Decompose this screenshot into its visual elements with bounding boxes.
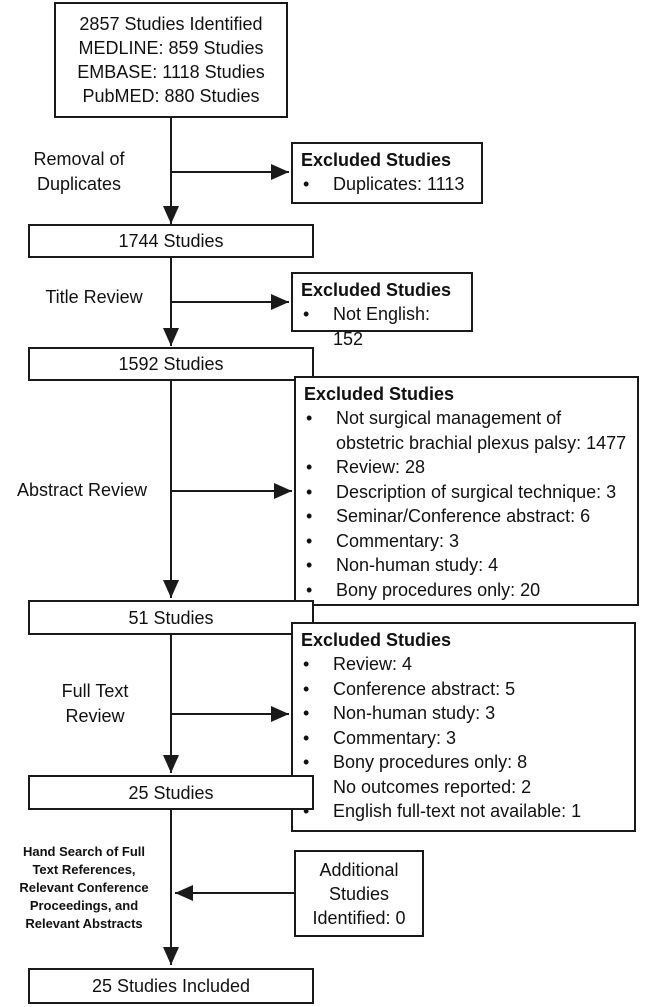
excluded-item: English full-text not available: 1 (301, 799, 626, 824)
identified-medline: MEDLINE: 859 Studies (78, 38, 264, 58)
identified-box: 2857 Studies Identified MEDLINE: 859 Stu… (54, 2, 288, 118)
excluded-list: Review: 4 Conference abstract: 5 Non-hum… (301, 652, 626, 824)
excluded-list: Not English: 152 (301, 302, 463, 351)
excluded-item: Bony procedures only: 8 (301, 750, 626, 775)
excluded-item: Review: 4 (301, 652, 626, 677)
result-box-1592: 1592 Studies (28, 347, 314, 381)
result-box-included: 25 Studies Included (28, 968, 314, 1004)
additional-studies-box: Additional Studies Identified: 0 (294, 850, 424, 937)
excluded-list: Not surgical management of obstetric bra… (304, 406, 629, 602)
excluded-box-full-text: Excluded Studies Review: 4 Conference ab… (291, 622, 636, 832)
excluded-title: Excluded Studies (301, 280, 452, 300)
excluded-item: Conference abstract: 5 (301, 677, 626, 702)
excluded-item: Non-human study: 4 (304, 553, 629, 578)
excluded-item: Description of surgical technique: 3 (304, 480, 629, 505)
excluded-box-duplicates: Excluded Studies Duplicates: 1113 (291, 142, 483, 204)
excluded-item: Not surgical management of obstetric bra… (304, 406, 629, 455)
stage-label-hand-search: Hand Search of Full Text References, Rel… (19, 844, 149, 931)
excluded-item: Bony procedures only: 20 (304, 578, 629, 603)
excluded-item: Seminar/Conference abstract: 6 (304, 504, 629, 529)
stage-label-duplicates: Removal of Duplicates (33, 149, 125, 194)
stage-label-title-review: Title Review (45, 287, 143, 307)
excluded-title: Excluded Studies (301, 630, 452, 650)
result-box-51: 51 Studies (28, 600, 314, 635)
excluded-item: Commentary: 3 (301, 726, 626, 751)
excluded-box-title: Excluded Studies Not English: 152 (291, 272, 473, 349)
stage-label-full-text-review: Full Text Review (61, 681, 129, 726)
excluded-item: Not English: 152 (301, 302, 463, 351)
stage-label-abstract-review: Abstract Review (16, 480, 148, 500)
excluded-box-abstract: Excluded Studies Not surgical management… (294, 376, 639, 606)
excluded-item: Duplicates: 1113 (301, 172, 473, 197)
result-box-25: 25 Studies (28, 775, 314, 810)
excluded-item: Commentary: 3 (304, 529, 629, 554)
excluded-title: Excluded Studies (304, 384, 455, 404)
excluded-title: Excluded Studies (301, 150, 452, 170)
excluded-item: No outcomes reported: 2 (301, 775, 626, 800)
identified-embase: EMBASE: 1118 Studies (77, 62, 265, 82)
excluded-list: Duplicates: 1113 (301, 172, 473, 197)
excluded-item: Review: 28 (304, 455, 629, 480)
excluded-item: Non-human study: 3 (301, 701, 626, 726)
identified-total: 2857 Studies Identified (79, 14, 263, 34)
result-box-1744: 1744 Studies (28, 224, 314, 258)
identified-pubmed: PubMED: 880 Studies (82, 86, 260, 106)
